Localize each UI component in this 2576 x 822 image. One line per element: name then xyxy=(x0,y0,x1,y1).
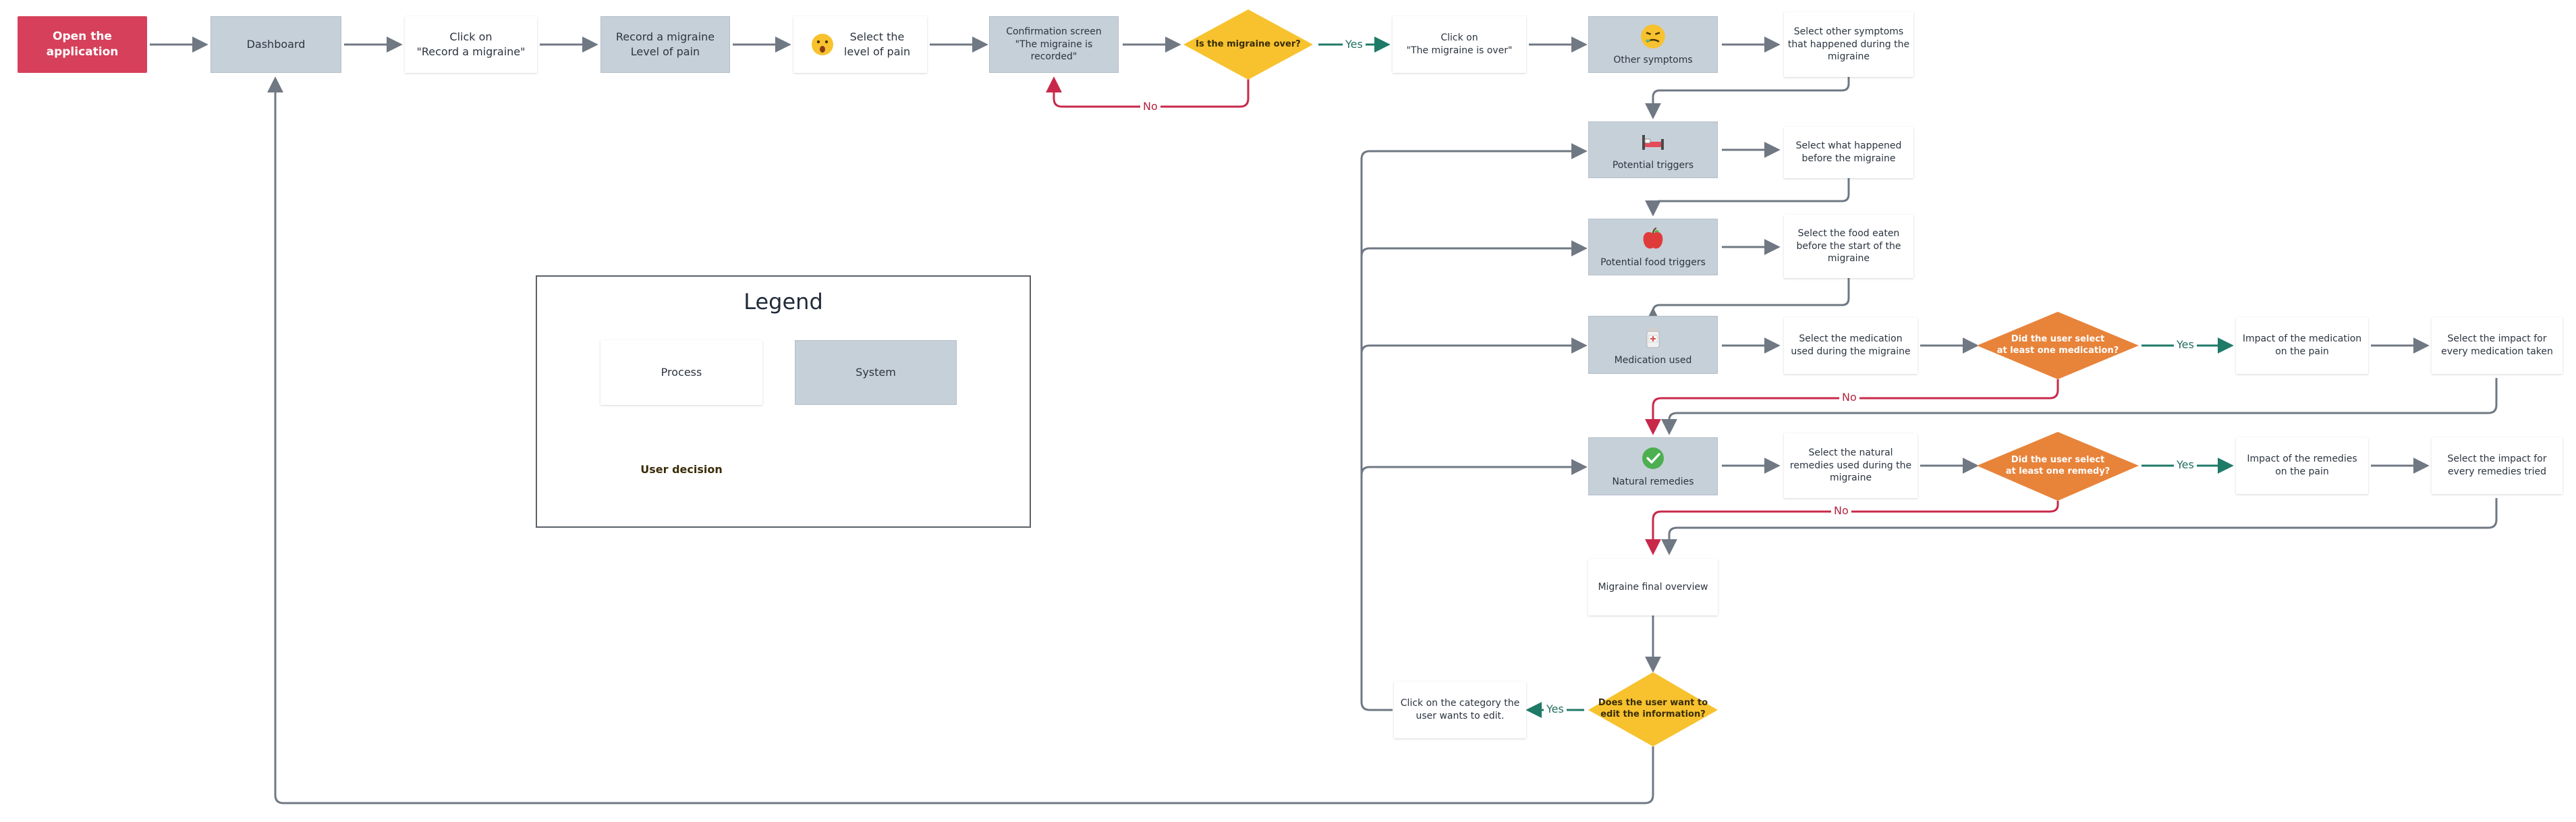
edge-back-food xyxy=(1360,240,1588,257)
select-level-node: Select the level of pain xyxy=(793,16,927,73)
potential-food-label: Potential food triggers xyxy=(1600,256,1706,268)
edge-no-med xyxy=(1645,379,2059,435)
record-migraine-label: Record a migraine Level of pain xyxy=(615,30,715,58)
no-label-rem: No xyxy=(1831,505,1851,516)
select-food-node: Select the food eaten before the start o… xyxy=(1784,215,1913,278)
decision-migraine-over: Is the migraine over? xyxy=(1196,38,1301,49)
record-migraine-node: Record a migraine Level of pain xyxy=(600,16,730,73)
select-level-label: Select the level of pain xyxy=(843,30,911,58)
legend-process-label: Process xyxy=(661,366,702,379)
select-other-label: Select other symptoms that happened duri… xyxy=(1787,26,1910,63)
legend-system-label: System xyxy=(856,366,896,379)
click-category-label: Click on the category the user wants to … xyxy=(1400,698,1520,721)
impact-medication-node: Impact of the medication on the pain xyxy=(2236,317,2368,374)
potential-triggers-node: Potential triggers xyxy=(1588,121,1718,178)
pill-bottle-icon xyxy=(1646,327,1660,348)
select-before-node: Select what happened before the migraine xyxy=(1784,127,1913,178)
impact-remedies-node: Impact of the remedies on the pain xyxy=(2236,437,2368,494)
confirmation-label: Confirmation screen "The migraine is rec… xyxy=(1006,26,1102,63)
medication-used-label: Medication used xyxy=(1614,354,1692,366)
edge-back-med xyxy=(1360,337,1588,354)
click-record-node: Click on "Record a migraine" xyxy=(405,16,537,73)
other-symptoms-label: Other symptoms xyxy=(1613,54,1693,65)
click-over-node: Click on "The migraine is over" xyxy=(1393,16,1526,73)
final-overview-node: Migraine final overview xyxy=(1588,559,1718,615)
edge-selectother-triggers xyxy=(1645,77,1850,119)
no-label-med: No xyxy=(1839,392,1859,403)
open-application-label: Open the application xyxy=(46,30,119,59)
decision-migraine-over-shape xyxy=(1183,9,1313,80)
select-other-node: Select other symptoms that happened duri… xyxy=(1784,12,1913,77)
select-medication-node: Select the medication used during the mi… xyxy=(1784,317,1917,374)
final-overview-label: Migraine final overview xyxy=(1598,581,1708,593)
edge-final-dashboard xyxy=(267,76,1654,804)
select-impact-med-node: Select the impact for every medication t… xyxy=(2432,317,2563,374)
select-food-label: Select the food eaten before the start o… xyxy=(1796,227,1901,265)
edge-back-rem xyxy=(1360,459,1588,476)
leaf-check-icon xyxy=(1642,447,1664,469)
apple-icon xyxy=(1643,227,1663,248)
bed-icon xyxy=(1642,134,1664,150)
select-impact-rem-label: Select the impact for every remedies tri… xyxy=(2447,454,2547,477)
click-category-node: Click on the category the user wants to … xyxy=(1394,682,1526,738)
decision-edit-shape xyxy=(1588,672,1718,746)
yes-label-edit: Yes xyxy=(1544,704,1567,715)
legend-system-decision-label: System decision xyxy=(826,462,926,476)
pain-face-icon xyxy=(811,34,833,55)
edge-selectimpactrem-final xyxy=(1661,498,2498,555)
yes-label-med: Yes xyxy=(2174,339,2197,350)
medication-used-node: Medication used xyxy=(1588,316,1718,374)
decision-med-shape xyxy=(1977,312,2139,379)
no-label-migraine-over: No xyxy=(1140,101,1160,112)
yes-label-rem: Yes xyxy=(2174,460,2197,470)
natural-remedies-node: Natural remedies xyxy=(1588,437,1718,495)
select-impact-rem-node: Select the impact for every remedies tri… xyxy=(2432,437,2563,494)
dashboard-node: Dashboard xyxy=(211,16,341,73)
select-remedies-label: Select the natural remedies used during … xyxy=(1789,447,1912,484)
select-remedies-node: Select the natural remedies used during … xyxy=(1784,433,1917,498)
legend-system-sample: System xyxy=(795,340,957,405)
edge-category-back xyxy=(1360,143,1588,711)
select-impact-med-label: Select the impact for every medication t… xyxy=(2441,333,2553,357)
natural-remedies-label: Natural remedies xyxy=(1612,476,1694,487)
select-before-label: Select what happened before the migraine xyxy=(1795,140,1902,164)
select-medication-label: Select the medication used during the mi… xyxy=(1791,333,1911,357)
open-application-node: Open the application xyxy=(18,16,147,73)
legend-process-sample: Process xyxy=(600,340,762,405)
click-over-label: Click on "The migraine is over" xyxy=(1406,32,1513,56)
decision-rem-select: Did the user select at least one remedy? xyxy=(2005,455,2110,476)
edge-selectbefore-food xyxy=(1645,178,1850,217)
impact-remedies-label: Impact of the remedies on the pain xyxy=(2247,454,2357,477)
edge-selectfood-med xyxy=(1645,278,1850,324)
dashboard-label: Dashboard xyxy=(246,38,306,51)
legend-title: Legend xyxy=(744,289,823,314)
legend-user-decision-label: User decision xyxy=(640,462,723,476)
potential-food-node: Potential food triggers xyxy=(1588,219,1718,275)
edge-no-rem xyxy=(1645,501,2059,555)
connectors xyxy=(150,36,2498,804)
yes-label-migraine-over: Yes xyxy=(1343,39,1366,50)
click-record-label: Click on "Record a migraine" xyxy=(416,30,526,58)
impact-medication-label: Impact of the medication on the pain xyxy=(2242,333,2362,357)
confirmation-node: Confirmation screen "The migraine is rec… xyxy=(989,16,1119,73)
decision-med-select: Did the user select at least one medicat… xyxy=(1996,334,2119,356)
potential-triggers-label: Potential triggers xyxy=(1612,159,1694,171)
sick-face-icon xyxy=(1641,24,1665,49)
other-symptoms-node: Other symptoms xyxy=(1588,16,1718,73)
decision-rem-shape xyxy=(1977,432,2139,501)
edge-selectimpact-remedies xyxy=(1661,378,2498,435)
decision-edit-info: Does the user want to edit the informati… xyxy=(1598,698,1708,719)
